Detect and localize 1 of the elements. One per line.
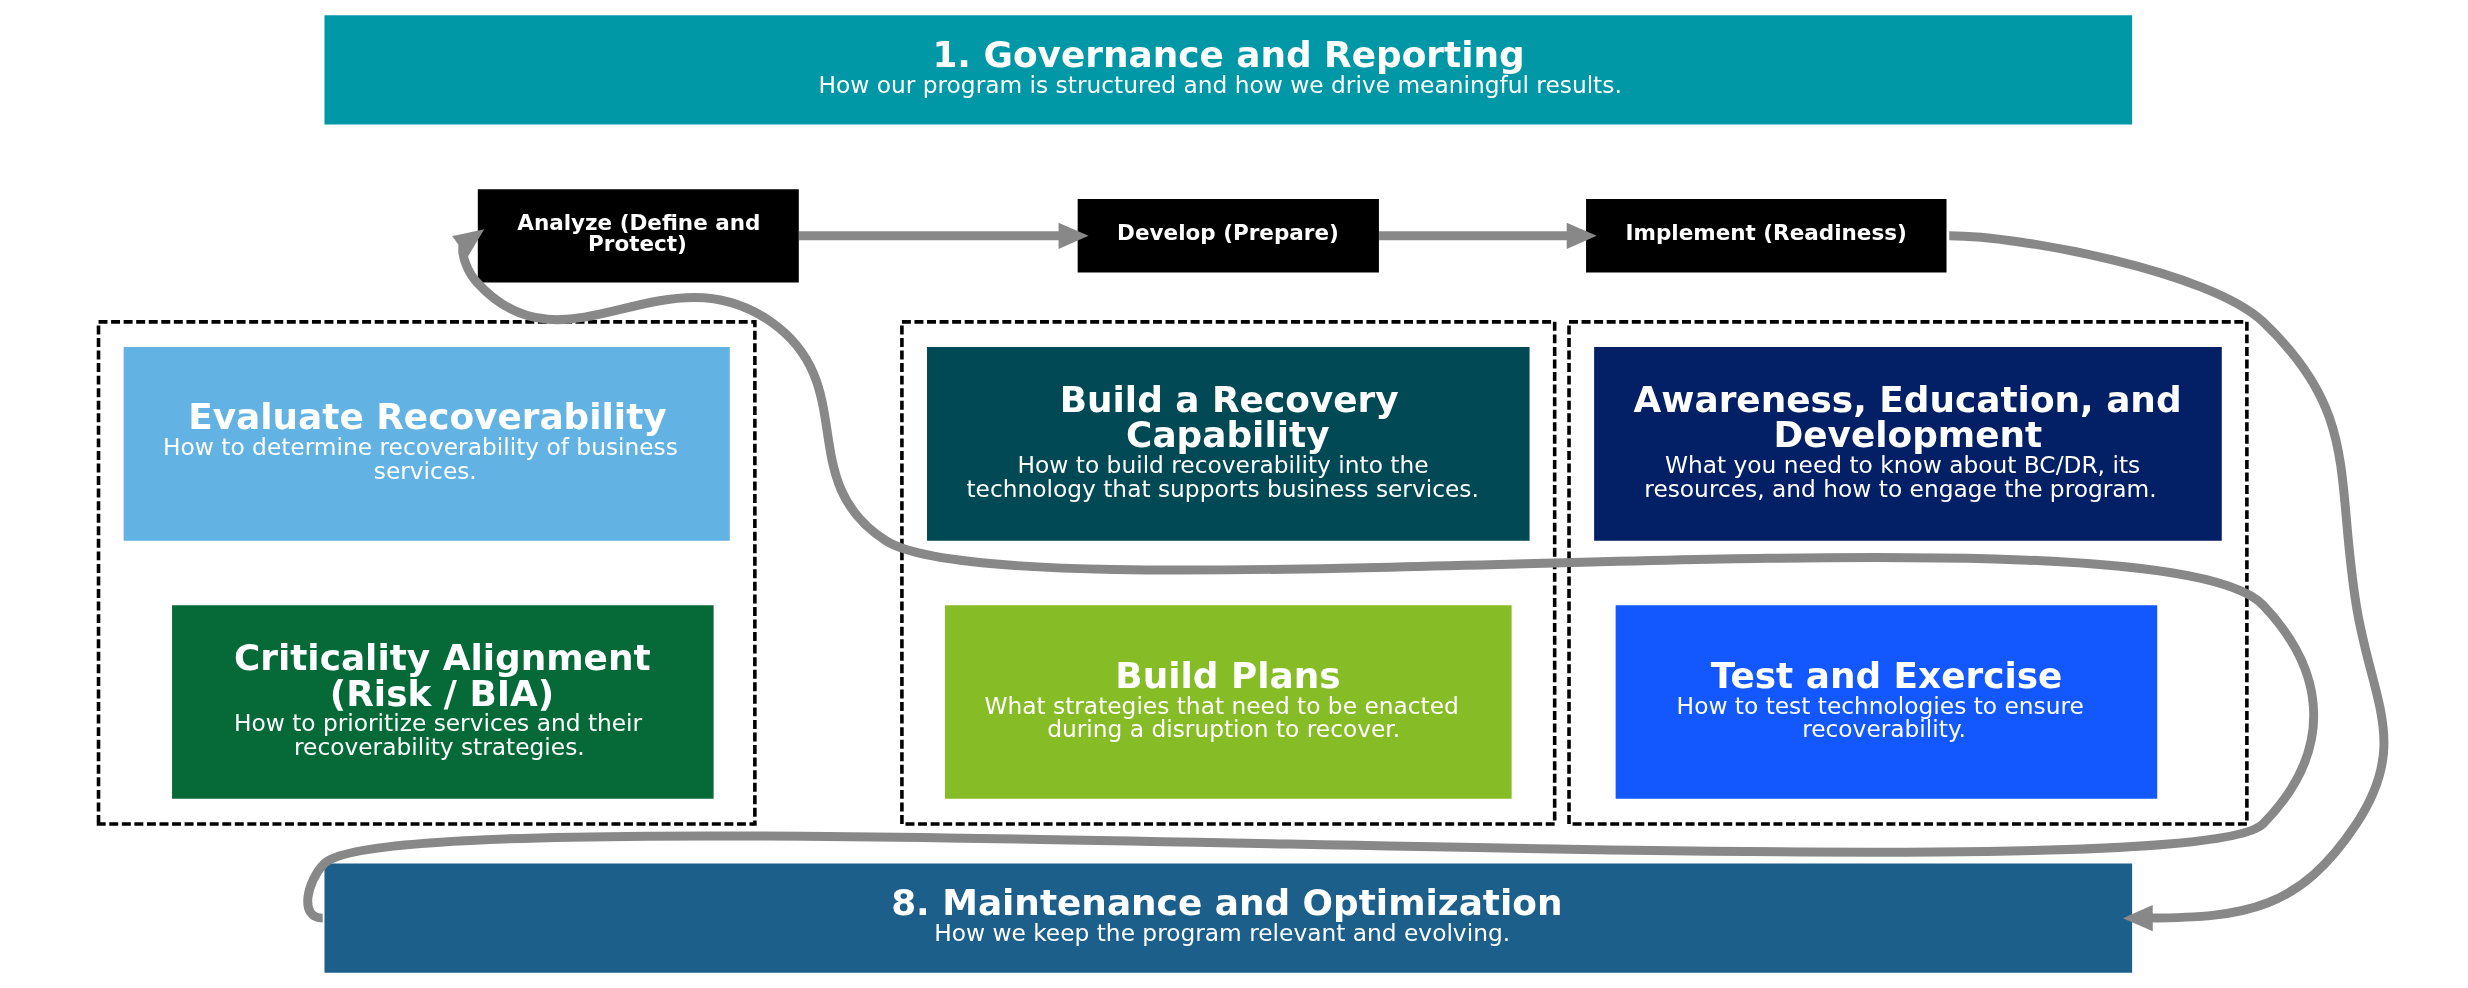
node-box: 1. Governance and Reporting How our program is structured and how we drive meaningful results. (323, 15, 2132, 125)
